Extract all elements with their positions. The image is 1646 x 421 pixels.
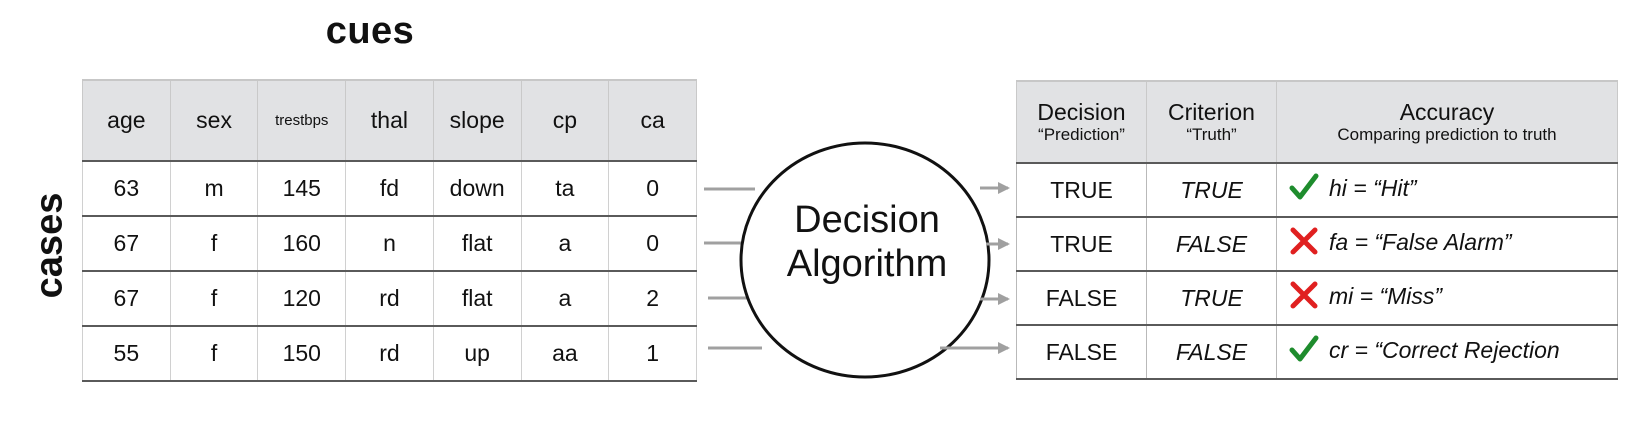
case-cell: rd	[345, 270, 434, 326]
case-row: 55 f 150 rd up aa 1	[82, 325, 697, 382]
case-cell: 63	[82, 160, 171, 216]
result-row: FALSE FALSE cr = “Correct Rejection	[1016, 324, 1618, 380]
decision-algorithm-label: Decision Algorithm	[742, 198, 992, 286]
accuracy-cell: mi = “Miss”	[1276, 270, 1618, 325]
cue-header-age: age	[82, 79, 171, 161]
case-cell: a	[520, 270, 610, 326]
case-cell: 0	[608, 160, 697, 216]
result-header-row: Decision “Prediction” Criterion “Truth” …	[1016, 80, 1618, 163]
criterion-header-subtitle: “Truth”	[1186, 125, 1237, 145]
case-cell: 55	[82, 325, 171, 382]
case-cell: 67	[82, 270, 171, 326]
case-row: 67 f 120 rd flat a 2	[82, 270, 697, 326]
check-icon	[1289, 334, 1319, 370]
decision-cell: TRUE	[1016, 216, 1147, 271]
accuracy-label: mi = “Miss”	[1329, 283, 1443, 310]
case-cell: 120	[257, 270, 347, 326]
accuracy-cell: fa = “False Alarm”	[1276, 216, 1618, 271]
case-cell: 2	[608, 270, 697, 326]
case-cell: flat	[432, 215, 522, 271]
decision-cell: TRUE	[1016, 162, 1147, 217]
case-cell: m	[169, 160, 259, 216]
cue-header-slope: slope	[432, 79, 522, 161]
result-row: FALSE TRUE mi = “Miss”	[1016, 270, 1618, 325]
case-cell: 0	[608, 215, 697, 271]
cues-title: cues	[325, 10, 415, 52]
result-table: Decision “Prediction” Criterion “Truth” …	[1016, 80, 1618, 380]
cues-header-row: age sex trestbps thal slope cp ca	[82, 79, 697, 161]
criterion-header-title: Criterion	[1168, 99, 1255, 125]
accuracy-header-subtitle: Comparing prediction to truth	[1337, 125, 1557, 145]
cues-table: age sex trestbps thal slope cp ca 63 m 1…	[82, 79, 697, 382]
accuracy-label: cr = “Correct Rejection	[1329, 337, 1560, 364]
case-cell: f	[169, 270, 259, 326]
criterion-cell: FALSE	[1146, 216, 1277, 271]
case-row: 67 f 160 n flat a 0	[82, 215, 697, 271]
decision-cell: FALSE	[1016, 324, 1147, 380]
decision-cell: FALSE	[1016, 270, 1147, 325]
case-cell: rd	[345, 325, 434, 382]
case-cell: up	[432, 325, 522, 382]
cross-icon	[1289, 280, 1319, 316]
algorithm-label-line2: Algorithm	[786, 243, 948, 285]
case-cell: 145	[257, 160, 347, 216]
case-cell: 160	[257, 215, 347, 271]
case-cell: f	[169, 215, 259, 271]
cue-header-ca: ca	[608, 79, 697, 161]
case-cell: f	[169, 325, 259, 382]
accuracy-label: fa = “False Alarm”	[1329, 229, 1512, 256]
criterion-cell: TRUE	[1146, 162, 1277, 217]
accuracy-header: Accuracy Comparing prediction to truth	[1276, 80, 1618, 163]
cue-header-thal: thal	[345, 79, 434, 161]
case-cell: aa	[520, 325, 610, 382]
case-cell: 150	[257, 325, 347, 382]
criterion-cell: TRUE	[1146, 270, 1277, 325]
algorithm-label-line1: Decision	[794, 199, 940, 241]
case-cell: down	[432, 160, 522, 216]
case-cell: 1	[608, 325, 697, 382]
decision-header-subtitle: “Prediction”	[1038, 125, 1125, 145]
criterion-header: Criterion “Truth”	[1146, 80, 1277, 163]
accuracy-cell: hi = “Hit”	[1276, 162, 1618, 217]
case-cell: 67	[82, 215, 171, 271]
result-row: TRUE TRUE hi = “Hit”	[1016, 162, 1618, 217]
case-cell: n	[345, 215, 434, 271]
criterion-cell: FALSE	[1146, 324, 1277, 380]
result-row: TRUE FALSE fa = “False Alarm”	[1016, 216, 1618, 271]
decision-header-title: Decision	[1037, 99, 1126, 125]
accuracy-cell: cr = “Correct Rejection	[1276, 324, 1618, 380]
decision-header: Decision “Prediction”	[1016, 80, 1147, 163]
decision-algorithm-circle	[739, 141, 991, 379]
accuracy-label: hi = “Hit”	[1329, 175, 1417, 202]
case-cell: a	[520, 215, 610, 271]
case-row: 63 m 145 fd down ta 0	[82, 160, 697, 216]
cue-header-trestbps: trestbps	[257, 79, 347, 161]
case-cell: ta	[520, 160, 610, 216]
check-icon	[1289, 172, 1319, 208]
cue-header-sex: sex	[169, 79, 259, 161]
accuracy-header-title: Accuracy	[1399, 99, 1495, 125]
cue-header-cp: cp	[520, 79, 610, 161]
cross-icon	[1289, 226, 1319, 262]
